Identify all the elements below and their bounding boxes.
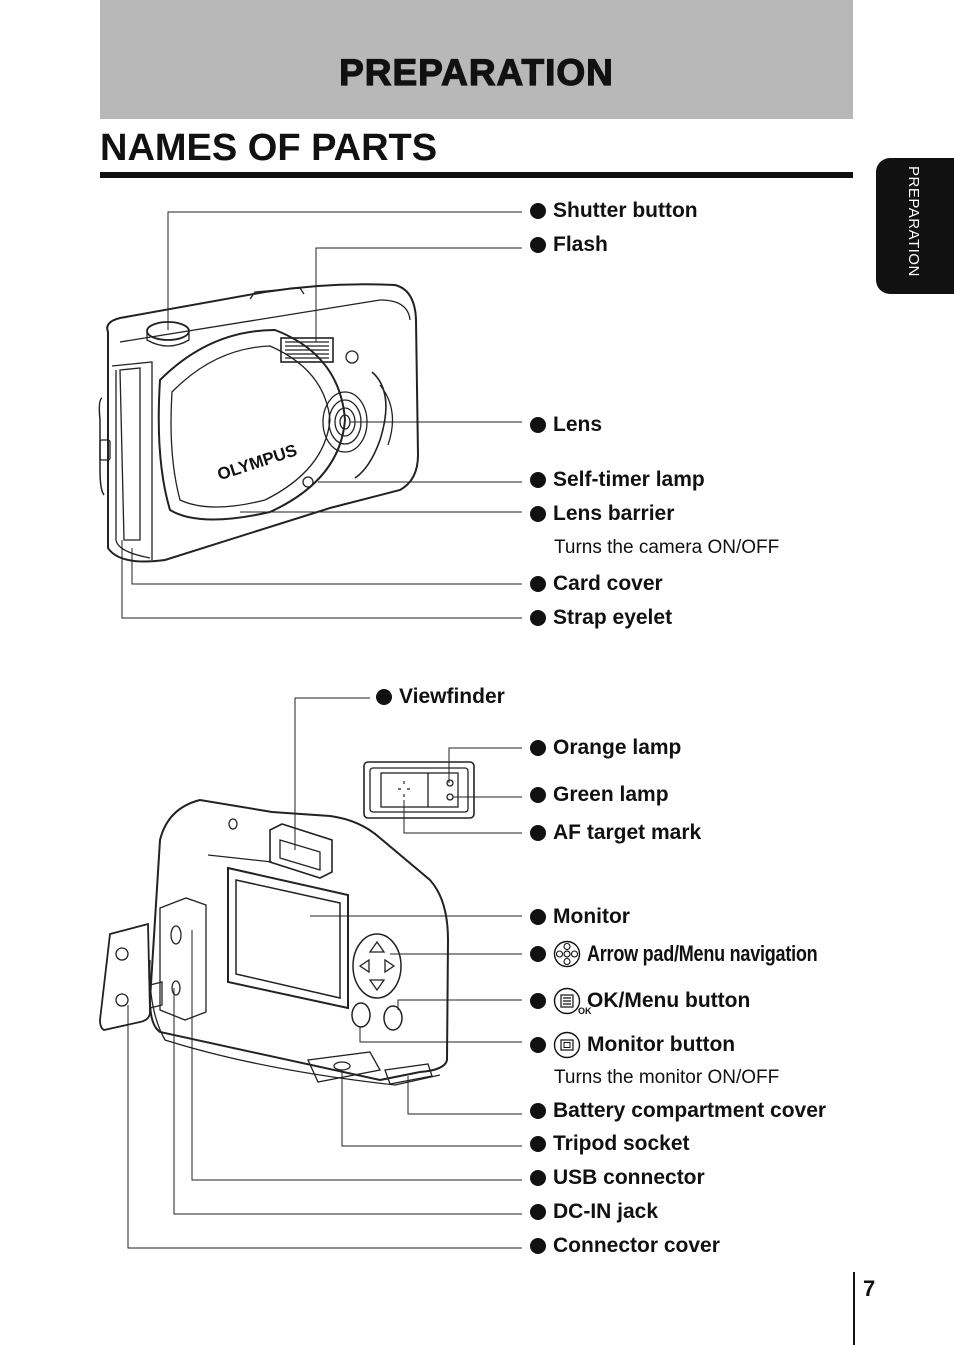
label-battery-cover: Battery compartment cover <box>530 1099 826 1123</box>
camera-front-drawing <box>98 283 420 563</box>
label-af-target-mark: AF target mark <box>530 821 701 845</box>
bullet-icon <box>530 993 546 1009</box>
section-title: PREPARATION <box>338 51 614 93</box>
label-usb-connector: USB connector <box>530 1166 705 1190</box>
bullet-icon <box>530 610 546 626</box>
label-connector-cover: Connector cover <box>530 1234 720 1258</box>
section-side-tab[interactable] <box>876 158 954 294</box>
bullet-icon <box>530 946 546 962</box>
page-title: NAMES OF PARTS <box>100 127 438 169</box>
title-divider <box>100 172 853 178</box>
bullet-icon <box>530 740 546 756</box>
camera-back-drawing <box>99 761 475 1086</box>
arrow-pad-icon <box>553 940 581 968</box>
label-monitor-button: Monitor button <box>530 1031 735 1059</box>
bullet-icon <box>530 1136 546 1152</box>
bullet-icon <box>530 909 546 925</box>
bullet-icon <box>530 472 546 488</box>
label-self-timer-lamp: Self-timer lamp <box>530 468 705 492</box>
page-number-rule <box>853 1272 855 1345</box>
label-viewfinder: Viewfinder <box>376 685 505 709</box>
bullet-icon <box>530 237 546 253</box>
side-tab-label: PREPARATION <box>905 166 922 277</box>
label-monitor: Monitor <box>530 905 630 929</box>
bullet-icon <box>530 1037 546 1053</box>
label-flash: Flash <box>530 233 608 257</box>
label-dc-in-jack: DC-IN jack <box>530 1200 658 1224</box>
monitor-button-note: Turns the monitor ON/OFF <box>554 1067 780 1088</box>
ok-menu-icon: OK <box>553 986 592 1016</box>
lens-barrier-note: Turns the camera ON/OFF <box>554 537 780 558</box>
page-number: 7 <box>863 1276 876 1301</box>
bullet-icon <box>530 1170 546 1186</box>
bullet-icon <box>530 787 546 803</box>
label-tripod-socket: Tripod socket <box>530 1132 690 1156</box>
bullet-icon <box>530 417 546 433</box>
label-lens: Lens <box>530 413 602 437</box>
bullet-icon <box>530 1238 546 1254</box>
monitor-button-icon <box>553 1031 581 1059</box>
bullet-icon <box>530 825 546 841</box>
bullet-icon <box>530 506 546 522</box>
label-arrow-pad: Arrow pad/Menu navigation <box>530 940 868 968</box>
label-orange-lamp: Orange lamp <box>530 736 681 760</box>
section-banner: PREPARATION <box>100 0 853 119</box>
bullet-icon <box>530 203 546 219</box>
label-card-cover: Card cover <box>530 572 663 596</box>
label-green-lamp: Green lamp <box>530 783 669 807</box>
brand-logo: OLYMPUS <box>215 441 299 485</box>
bullet-icon <box>376 689 392 705</box>
label-strap-eyelet: Strap eyelet <box>530 606 672 630</box>
label-lens-barrier: Lens barrier <box>530 502 674 526</box>
bullet-icon <box>530 576 546 592</box>
bullet-icon <box>530 1103 546 1119</box>
bullet-icon <box>530 1204 546 1220</box>
label-shutter-button: Shutter button <box>530 199 698 223</box>
label-ok-menu-button: OK OK/Menu button <box>530 986 750 1016</box>
